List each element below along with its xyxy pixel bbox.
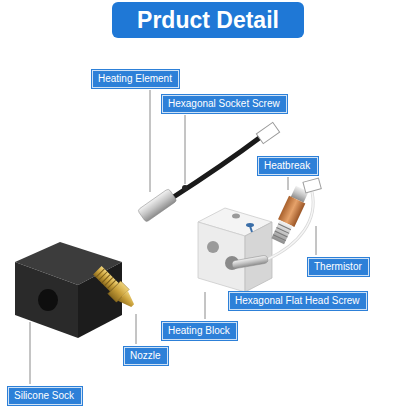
thermistor	[232, 178, 322, 269]
leader-lines	[30, 90, 316, 384]
title-text: Prduct Detail	[137, 7, 279, 34]
part-label: Heating Element	[92, 70, 179, 88]
label-text: Heating Block	[168, 325, 231, 337]
label-text: Hexagonal Flat Head Screw	[235, 295, 361, 307]
heating-block	[198, 208, 272, 292]
label-text: Heating Element	[98, 73, 173, 85]
nozzle	[91, 264, 139, 312]
part-label: Nozzle	[124, 347, 168, 365]
part-label: Silicone Sock	[8, 387, 82, 405]
label-text: Hexagonal Socket Screw	[168, 98, 281, 110]
label-text: Heatbreak	[264, 160, 312, 172]
part-label: Heatbreak	[258, 157, 318, 175]
heatbreak	[270, 185, 311, 245]
label-text: Nozzle	[130, 350, 162, 362]
socket-screw	[182, 185, 188, 191]
label-text: Thermistor	[314, 261, 363, 273]
flat-head-screw	[246, 223, 254, 232]
part-label: Heating Block	[162, 322, 237, 340]
part-label: Hexagonal Flat Head Screw	[229, 292, 367, 310]
title-banner: Prduct Detail	[112, 2, 304, 38]
part-label: Thermistor	[308, 258, 369, 276]
label-text: Silicone Sock	[14, 390, 76, 402]
part-label: Hexagonal Socket Screw	[162, 95, 287, 113]
silicone-sock	[15, 242, 122, 338]
